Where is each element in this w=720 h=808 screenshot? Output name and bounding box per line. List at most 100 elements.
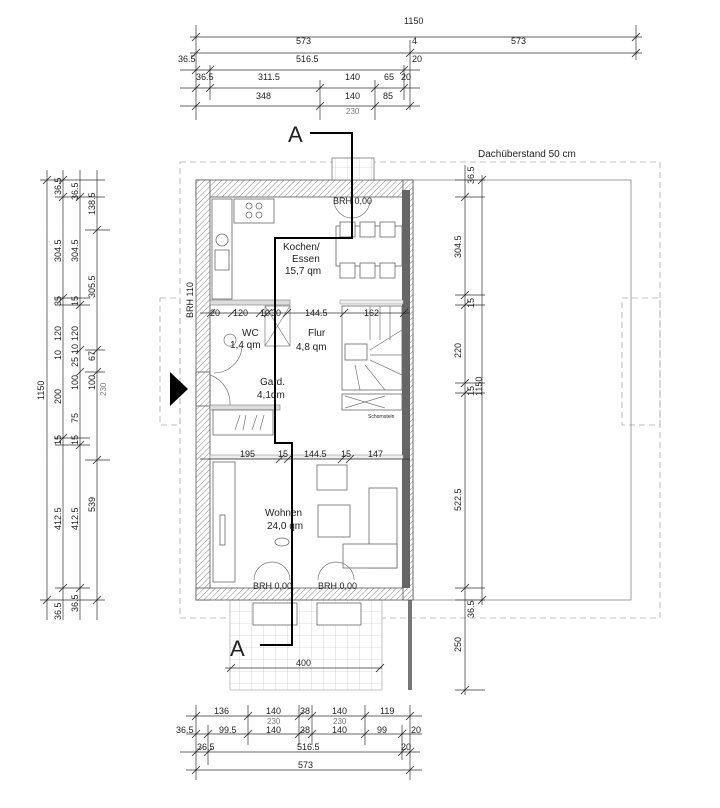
- dim-top: 85: [383, 91, 393, 101]
- dim-top: 36.5: [178, 54, 196, 64]
- dim-bottom: 136: [214, 706, 229, 716]
- dormer-left: [159, 297, 181, 426]
- left-dimensions: 1150 36.5 304.5 35 120 10 200 15 412.5 3…: [36, 170, 110, 620]
- dim-bottom-opening: 230: [333, 717, 347, 726]
- dim-top: 140: [345, 72, 360, 82]
- dim-left: 75: [70, 413, 80, 423]
- room-living-area: 24,0 qm: [267, 521, 303, 532]
- roof-overhang-label: Dachüberstand 50 cm: [478, 149, 576, 160]
- room-kitchen-name-2: Essen: [292, 254, 320, 265]
- dim-left: 67: [87, 351, 97, 361]
- dim-right: 36.5: [466, 166, 476, 184]
- room-kitchen-name: Kochen/: [283, 242, 320, 253]
- dim-top: 311.5: [258, 72, 280, 82]
- wc-fixtures: [209, 305, 291, 436]
- dim-interior: 147: [368, 449, 383, 459]
- room-wardrobe-name: Gard.: [260, 377, 285, 388]
- dim-top: 573: [511, 36, 526, 46]
- dim-left: 100: [70, 375, 80, 390]
- dim-top: 20: [401, 72, 411, 82]
- dim-right: 1150: [474, 377, 484, 396]
- room-wc-area: 1,4 qm: [230, 340, 261, 351]
- dim-top-opening: 230: [346, 107, 360, 116]
- terrace-side-bar: [408, 600, 412, 690]
- dim-left: 120: [70, 326, 80, 341]
- brh-bottom-right: BRH 0,00: [318, 581, 357, 591]
- roof-overhang-outline: [179, 161, 661, 619]
- living-furniture: [212, 461, 398, 626]
- dim-right: 250: [453, 637, 463, 652]
- chimney-label: Schornstein: [368, 414, 395, 420]
- brh-top: BRH 0,00: [333, 196, 372, 206]
- dim-left: 10: [53, 350, 63, 360]
- room-wc-name: WC: [242, 328, 259, 339]
- dim-bottom: 573: [298, 760, 313, 770]
- right-dimensions: 36.5 304.5 15 220 15 1150 522.5 36.5 250: [453, 165, 487, 695]
- dim-interior: 162: [364, 308, 379, 318]
- dim-top: 573: [296, 36, 311, 46]
- dim-left: 36.5: [70, 594, 80, 612]
- house-walls: [195, 179, 414, 601]
- dim-bottom: 140: [332, 706, 347, 716]
- dim-interior: 195: [240, 449, 255, 459]
- dim-left: 305.5: [87, 275, 97, 298]
- room-hall-name: Flur: [308, 328, 326, 339]
- dim-right: 15: [466, 298, 476, 308]
- section-marker-bottom: A: [230, 636, 245, 661]
- dim-left: 35: [53, 296, 63, 306]
- roof-panel: [412, 179, 632, 601]
- dim-left: 304.5: [53, 239, 63, 262]
- dim-interior: 30: [271, 308, 281, 318]
- dim-right: 36.5: [466, 600, 476, 618]
- dim-bottom: 38: [300, 725, 310, 735]
- dim-interior: 15: [341, 449, 351, 459]
- dim-bottom: 119: [380, 706, 394, 716]
- brh-bottom-left: BRH 0,00: [253, 581, 292, 591]
- dim-left: 100: [87, 375, 97, 390]
- dim-interior: 120: [233, 308, 248, 318]
- dim-interior: 144.5: [304, 449, 327, 459]
- dim-left: 304.5: [70, 239, 80, 262]
- dim-left: 15: [53, 435, 63, 445]
- dim-left: 1150: [36, 381, 46, 400]
- dim-left: 412.5: [70, 507, 80, 530]
- dim-left: 36.5: [53, 177, 63, 195]
- section-marker-top: A: [288, 122, 303, 147]
- brh-side: BRH 110: [185, 282, 195, 318]
- dim-top: 348: [256, 91, 271, 101]
- dim-left: 412.5: [53, 507, 63, 530]
- dim-bottom-opening: 230: [267, 717, 281, 726]
- section-line: [260, 132, 353, 646]
- top-dimensions: 1150 573 4 573 36.5 516.5 20 36.5 311.5 …: [178, 16, 642, 120]
- dim-left: 15: [70, 296, 80, 306]
- dim-left: 120: [53, 326, 63, 341]
- staircase: Schornstein: [341, 305, 403, 420]
- dim-bottom: 140: [266, 706, 281, 716]
- room-wardrobe-area: 4,1qm: [257, 390, 285, 401]
- dim-left: 36.5: [70, 182, 80, 200]
- dim-bottom: 140: [266, 725, 281, 735]
- dim-left: 25: [70, 357, 80, 367]
- dim-left: 10: [70, 344, 80, 354]
- kitchen-furniture: [211, 198, 403, 300]
- dim-left: 138.5: [87, 192, 97, 215]
- dim-terrace: 400: [296, 658, 311, 668]
- dim-bottom: 140: [332, 725, 347, 735]
- dim-left: 36.5: [53, 602, 63, 620]
- dim-bottom: 99.5: [219, 725, 237, 735]
- dim-interior: 20: [210, 308, 220, 318]
- dim-top: 4: [412, 36, 417, 46]
- dim-bottom: 99: [377, 725, 387, 735]
- dim-right: 15: [466, 386, 476, 396]
- dim-left-opening: 230: [99, 382, 108, 396]
- room-labels: Kochen/ Essen 15,7 qm WC 1,4 qm Flur 4,8…: [230, 242, 327, 532]
- dim-bottom: 516.5: [297, 742, 320, 752]
- dim-bottom: 36.5: [176, 725, 194, 735]
- dim-top: 65: [384, 72, 394, 82]
- interior-dimensions: 20 120 10 30 144.5 162 195 15 144.5 15 1…: [200, 308, 410, 673]
- dim-bottom: 38: [300, 706, 310, 716]
- dim-left: 539: [87, 497, 97, 512]
- dim-right: 220: [453, 343, 463, 358]
- room-kitchen-area: 15,7 qm: [285, 266, 321, 277]
- dim-bottom: 36.5: [197, 742, 215, 752]
